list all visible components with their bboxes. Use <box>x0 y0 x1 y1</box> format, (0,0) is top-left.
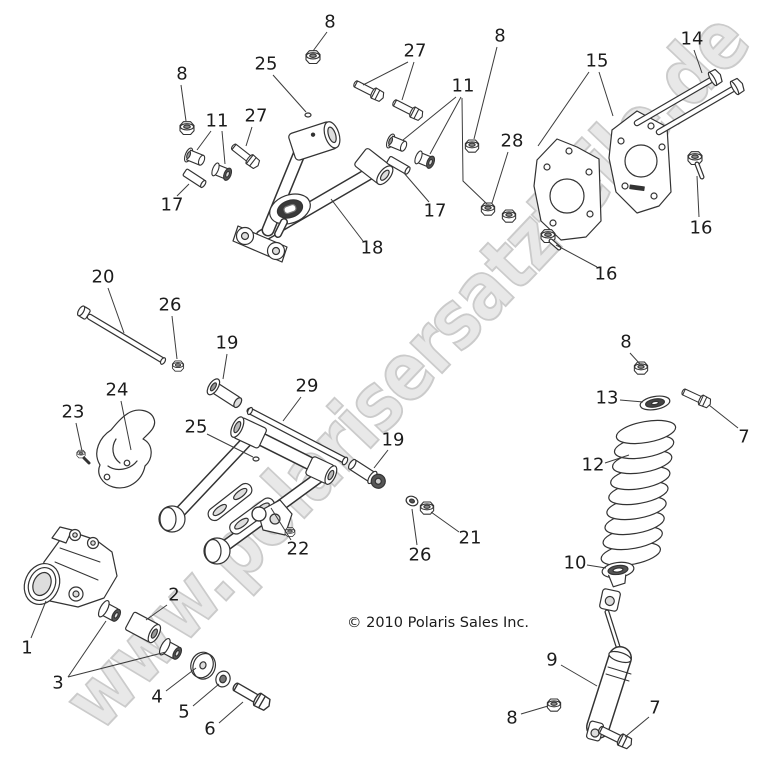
part-26-nut-washer <box>171 360 419 507</box>
leader-line-11 <box>402 96 457 141</box>
leader-line-8 <box>180 84 187 122</box>
part-29-rod <box>246 406 349 466</box>
part-14-pivot-bolts <box>633 68 745 136</box>
leader-line-29 <box>282 396 302 422</box>
leader-line-18 <box>330 198 364 242</box>
part-17-sleeves <box>182 155 411 189</box>
leader-line-3 <box>67 651 167 678</box>
leader-line-15 <box>537 71 590 147</box>
leader-line-17 <box>403 172 430 203</box>
part-20-pivot-shaft <box>76 305 167 365</box>
leader-line-16 <box>696 175 700 218</box>
part-13-spring-retainer <box>639 395 671 411</box>
part-12-coil-spring <box>600 419 677 567</box>
leader-line-11 <box>429 96 462 155</box>
leader-line-7 <box>708 404 739 429</box>
part-9-shock-absorber <box>585 588 632 742</box>
leader-line-27 <box>401 61 415 101</box>
leader-line-19 <box>373 449 389 469</box>
leader-line-13 <box>619 399 644 403</box>
leader-line-1 <box>30 600 47 639</box>
leader-line-11 <box>461 97 488 205</box>
leader-line-6 <box>218 701 244 724</box>
part-23-screw <box>76 449 91 465</box>
part-15-mount-brackets <box>533 110 672 241</box>
part-5-washer <box>215 670 231 688</box>
part-24-guard <box>96 409 156 489</box>
leader-line-11 <box>196 130 212 151</box>
leader-line-5 <box>192 683 220 707</box>
part-22-lower-control-arm <box>158 416 338 565</box>
leader-line-8 <box>473 46 498 140</box>
leader-line-21 <box>430 511 460 533</box>
leader-line-16 <box>555 244 598 268</box>
part-3-flanged-bushings <box>97 599 183 660</box>
part-4-washer <box>190 651 217 680</box>
leader-line-8 <box>312 31 328 52</box>
part-2-bushing-tube <box>125 611 162 644</box>
part-25-grease-fittings <box>252 112 312 462</box>
leader-line-27 <box>245 126 253 147</box>
leader-line-22 <box>270 507 292 541</box>
leader-line-9 <box>560 664 598 687</box>
leader-line-26 <box>411 508 418 546</box>
copyright-text: © 2010 Polaris Sales Inc. <box>347 615 530 631</box>
part-18-upper-control-arm <box>232 121 394 263</box>
part-1-bearing-carrier <box>23 526 118 608</box>
leader-line-11 <box>221 130 226 165</box>
leader-line-17 <box>176 183 190 197</box>
leader-line-27 <box>362 61 409 86</box>
leader-line-12 <box>604 454 630 464</box>
leader-line-7 <box>624 716 650 738</box>
leader-line-8 <box>520 705 549 715</box>
part-16-flange-bolts <box>540 151 705 251</box>
leader-line-8 <box>629 352 641 365</box>
part-19-sleeves <box>206 378 386 489</box>
leader-line-23 <box>75 422 83 452</box>
leader-line-25 <box>206 433 254 458</box>
leader-line-26 <box>171 315 178 360</box>
leader-line-4 <box>165 667 197 692</box>
leader-line-15 <box>598 71 614 117</box>
part-10-spring-seat <box>601 561 635 588</box>
leader-line-10 <box>586 564 607 569</box>
leader-line-28 <box>491 151 509 204</box>
leader-line-2 <box>145 604 168 621</box>
leader-line-14 <box>693 49 703 74</box>
leader-line-24 <box>120 400 132 451</box>
leader-line-25 <box>272 74 307 113</box>
leader-line-3 <box>67 620 107 678</box>
leader-line-19 <box>222 353 228 380</box>
leader-line-20 <box>107 287 125 334</box>
